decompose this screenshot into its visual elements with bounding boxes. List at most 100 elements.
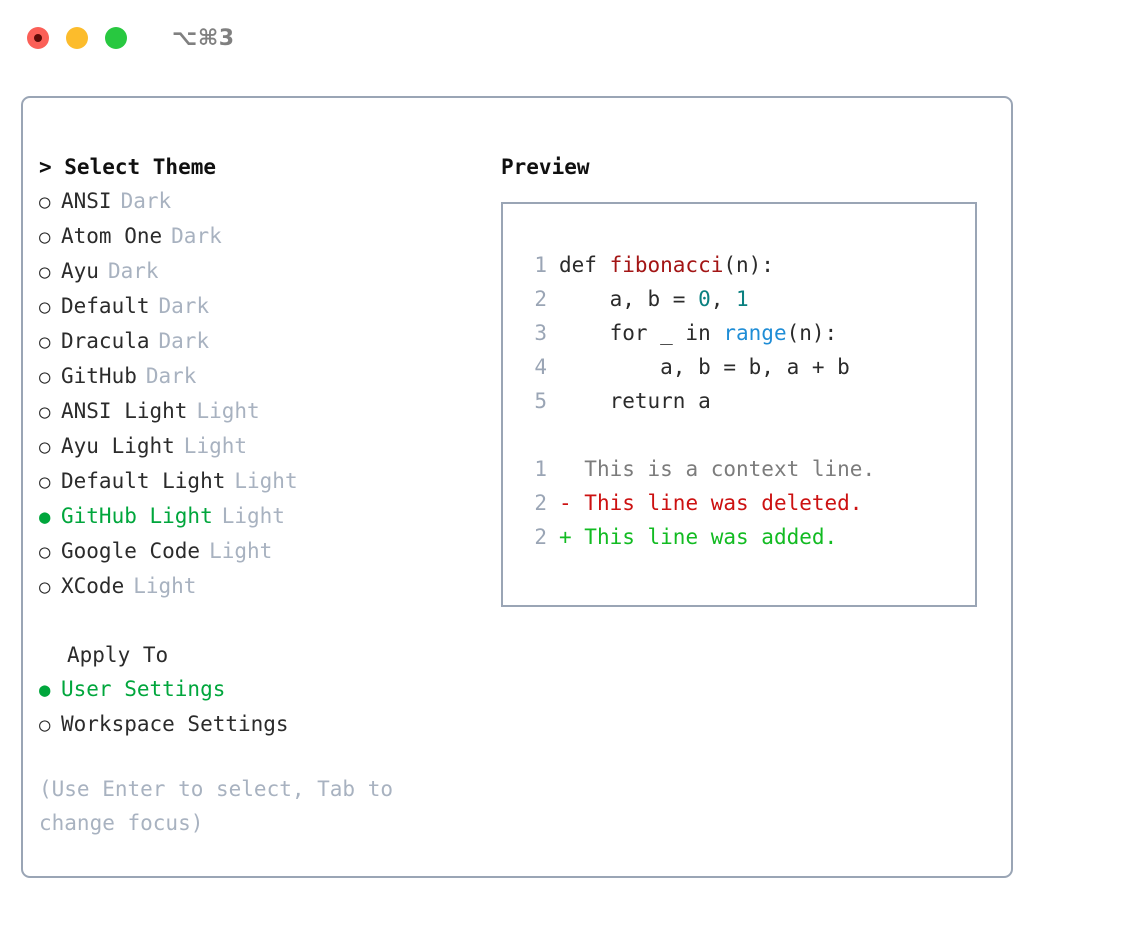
radio-empty-icon: ○ bbox=[39, 296, 51, 318]
code-token-plain: return a bbox=[559, 389, 711, 413]
line-number: 5 bbox=[534, 389, 547, 413]
theme-option-tag: Dark bbox=[107, 259, 159, 283]
code-line-content: a, b = b, a + b bbox=[559, 350, 850, 384]
close-button[interactable] bbox=[27, 27, 49, 49]
radio-selected-icon: ● bbox=[39, 506, 51, 528]
theme-option-label: Ayu Light bbox=[61, 434, 175, 458]
theme-option-tag: Dark bbox=[120, 189, 172, 213]
code-line: 1 def fibonacci(n): bbox=[521, 248, 975, 282]
line-number: 2 bbox=[534, 491, 547, 515]
apply-to-option-list: ● User Settings ○Workspace Settings bbox=[39, 672, 479, 742]
code-line-content: return a bbox=[559, 384, 711, 418]
code-token-plain: a, b = b, a + b bbox=[559, 355, 850, 379]
theme-option-tag: Light bbox=[234, 469, 298, 493]
radio-empty-icon: ○ bbox=[39, 471, 51, 493]
zoom-button[interactable] bbox=[105, 27, 127, 49]
line-number: 2 bbox=[534, 287, 547, 311]
theme-option-tag: Light bbox=[133, 574, 197, 598]
line-number: 1 bbox=[534, 457, 547, 481]
apply-to-option-label: User Settings bbox=[61, 677, 226, 701]
theme-option-tag: Light bbox=[221, 504, 285, 528]
theme-option-ayu[interactable]: ○ Ayu Dark bbox=[39, 254, 479, 289]
theme-option-label: Default Light bbox=[61, 469, 226, 493]
line-number: 1 bbox=[534, 253, 547, 277]
window-controls bbox=[27, 27, 127, 49]
theme-option-ayu-light[interactable]: ○ Ayu Light Light bbox=[39, 429, 479, 464]
radio-empty-icon: ○ bbox=[39, 714, 51, 736]
radio-empty-icon: ○ bbox=[39, 436, 51, 458]
theme-option-label: Ayu bbox=[61, 259, 99, 283]
radio-selected-icon: ● bbox=[39, 679, 51, 701]
theme-option-tag: Light bbox=[183, 434, 248, 458]
code-token-plain: , bbox=[710, 287, 737, 311]
record-indicator-icon bbox=[34, 34, 42, 42]
code-line: 3 for _ in range(n): bbox=[521, 316, 975, 350]
theme-option-label: ANSI Light bbox=[61, 399, 188, 423]
code-token-plain: def bbox=[559, 253, 610, 277]
select-theme-heading: > Select Theme bbox=[39, 155, 217, 179]
line-number: 4 bbox=[534, 355, 547, 379]
code-token-num: 1 bbox=[736, 287, 749, 311]
diff-line-text: This is a context line. bbox=[571, 457, 876, 481]
diff-line-text: This line was added. bbox=[571, 525, 838, 549]
diff-line-del: 2- This line was deleted. bbox=[521, 486, 975, 520]
theme-option-label: Atom One bbox=[61, 224, 163, 248]
theme-option-tag: Dark bbox=[145, 364, 197, 388]
diff-marker bbox=[559, 452, 572, 486]
list-spacer bbox=[39, 604, 479, 638]
theme-option-label: XCode bbox=[61, 574, 125, 598]
code-token-call: range bbox=[723, 321, 787, 345]
theme-option-label: ANSI bbox=[61, 189, 112, 213]
code-line: 5 return a bbox=[521, 384, 975, 418]
code-token-fn: fibonacci bbox=[609, 253, 724, 277]
code-token-plain: (n): bbox=[786, 321, 838, 345]
window-title-shortcut: ⌥⌘3 bbox=[172, 25, 235, 51]
theme-option-tag: Light bbox=[209, 539, 273, 563]
theme-option-ansi[interactable]: ○ ANSI Dark bbox=[39, 184, 479, 219]
radio-empty-icon: ○ bbox=[39, 541, 51, 563]
theme-option-dracula[interactable]: ○ Dracula Dark bbox=[39, 324, 479, 359]
code-line: 2 a, b = 0, 1 bbox=[521, 282, 975, 316]
diff-line-text: This line was deleted. bbox=[571, 491, 863, 515]
apply-to-option-user-settings[interactable]: ● User Settings bbox=[39, 672, 479, 707]
code-token-plain: (n): bbox=[723, 253, 774, 277]
radio-empty-icon: ○ bbox=[39, 261, 51, 283]
line-number: 2 bbox=[534, 525, 547, 549]
apply-to-heading: Apply To bbox=[67, 643, 169, 667]
radio-empty-icon: ○ bbox=[39, 401, 51, 423]
theme-option-tag: Light bbox=[196, 399, 260, 423]
preview-heading: Preview bbox=[501, 155, 590, 179]
diff-line-add: 2 + This line was added. bbox=[521, 520, 975, 554]
theme-option-ansi-light[interactable]: ○ ANSI Light Light bbox=[39, 394, 479, 429]
theme-option-tag: Dark bbox=[158, 329, 210, 353]
code-token-plain: a, b = bbox=[559, 287, 699, 311]
code-line-content: for _ in range(n): bbox=[559, 316, 838, 350]
apply-to-option-workspace-settings[interactable]: ○Workspace Settings bbox=[39, 707, 479, 742]
minimize-button[interactable] bbox=[66, 27, 88, 49]
diff-sample: 1 This is a context line. 2- This line wa… bbox=[521, 452, 975, 554]
window-titlebar: ⌥⌘3 bbox=[0, 0, 1140, 76]
diff-marker: - bbox=[559, 491, 572, 515]
radio-empty-icon: ○ bbox=[39, 331, 51, 353]
theme-option-tag: Dark bbox=[171, 224, 222, 248]
theme-option-label: Dracula bbox=[61, 329, 150, 353]
theme-option-label: GitHub bbox=[61, 364, 137, 388]
theme-option-default-light[interactable]: ○ Default Light Light bbox=[39, 464, 479, 499]
theme-option-tag: Dark bbox=[158, 294, 210, 318]
code-line-content: a, b = 0, 1 bbox=[559, 282, 749, 316]
line-number: 3 bbox=[534, 321, 547, 345]
diff-marker: + bbox=[559, 525, 572, 549]
radio-empty-icon: ○ bbox=[39, 191, 51, 213]
